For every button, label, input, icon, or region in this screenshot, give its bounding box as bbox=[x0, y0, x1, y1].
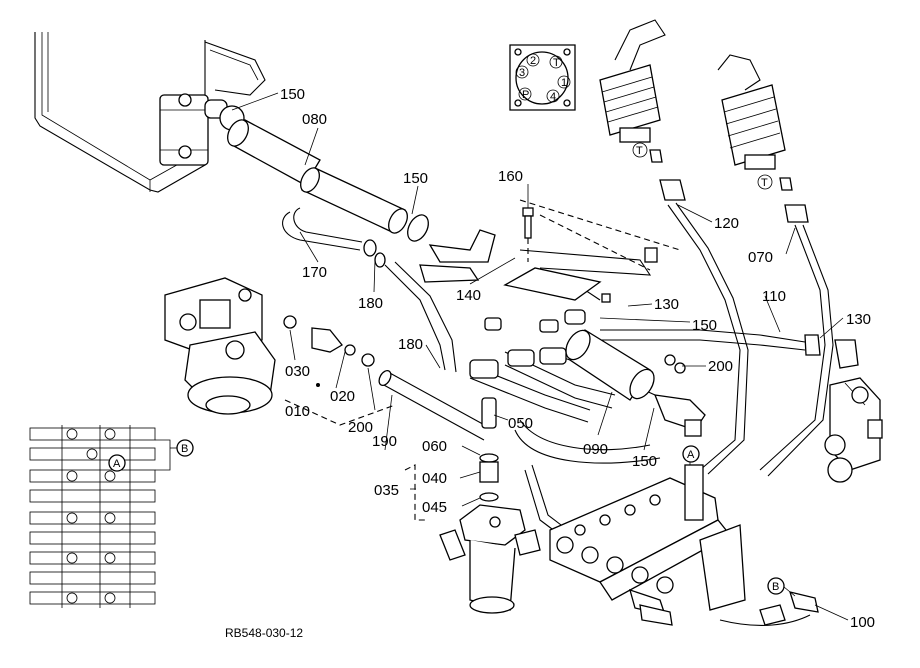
pump-fittings bbox=[283, 315, 396, 426]
part-labels: 150 080 150 170 180 160 140 130 150 110 … bbox=[280, 86, 875, 631]
label-110: 110 bbox=[762, 288, 786, 305]
bolt bbox=[522, 207, 534, 262]
marker-b-schematic: B bbox=[181, 443, 188, 455]
spool-schematic bbox=[29, 425, 178, 608]
control-valve bbox=[549, 464, 819, 626]
label-120: 120 bbox=[714, 215, 739, 232]
label-200-b: 200 bbox=[708, 358, 733, 375]
swivel-joint bbox=[404, 397, 541, 614]
label-140: 140 bbox=[456, 287, 481, 304]
label-150-d: 150 bbox=[632, 453, 657, 470]
label-130-b: 130 bbox=[846, 311, 871, 328]
label-010: 010 bbox=[285, 403, 310, 420]
hydraulic-pump bbox=[164, 277, 276, 415]
selector-valve bbox=[824, 377, 883, 483]
tank-marks: T T bbox=[632, 142, 773, 190]
label-150-c: 150 bbox=[692, 317, 717, 334]
port-3: 3 bbox=[519, 67, 525, 79]
port-p: P bbox=[522, 89, 529, 101]
pilot-valve-left bbox=[599, 19, 686, 201]
tank-mark-left: T bbox=[636, 145, 643, 157]
port-t: T bbox=[553, 57, 560, 69]
label-020: 020 bbox=[330, 388, 355, 405]
label-200-a: 200 bbox=[348, 419, 373, 436]
leader-lines bbox=[231, 92, 849, 621]
drawing-reference: RB548-030-12 bbox=[225, 626, 303, 640]
pilot-valve-right bbox=[717, 54, 809, 223]
port-2: 2 bbox=[530, 55, 536, 67]
port-1: 1 bbox=[561, 77, 567, 89]
port-symbols: 2 T 3 1 P 4 bbox=[515, 53, 571, 103]
label-180-b: 180 bbox=[398, 336, 423, 353]
hose-190 bbox=[378, 369, 491, 441]
label-160: 160 bbox=[498, 168, 523, 185]
pilot-hoses bbox=[600, 202, 859, 477]
label-090: 090 bbox=[583, 441, 608, 458]
hydraulic-tank bbox=[34, 32, 266, 193]
circle-markers: A B A B bbox=[108, 439, 785, 595]
marker-a-schematic: A bbox=[113, 458, 121, 470]
suction-hose bbox=[227, 119, 496, 263]
label-070: 070 bbox=[748, 249, 773, 266]
label-035: 035 bbox=[374, 482, 399, 499]
label-060: 060 bbox=[422, 438, 447, 455]
marker-a-valve: A bbox=[687, 449, 695, 461]
label-080: 080 bbox=[302, 111, 327, 128]
marker-b-valve: B bbox=[772, 581, 779, 593]
return-filter bbox=[565, 329, 706, 437]
label-045: 045 bbox=[422, 499, 447, 516]
label-040: 040 bbox=[422, 470, 447, 487]
label-190: 190 bbox=[372, 433, 397, 450]
port-4: 4 bbox=[550, 91, 556, 103]
return-hose bbox=[282, 207, 480, 373]
label-170: 170 bbox=[302, 264, 327, 281]
pipe-manifold bbox=[484, 199, 681, 333]
label-180-a: 180 bbox=[358, 295, 383, 312]
tank-mark-right: T bbox=[761, 177, 768, 189]
label-130-a: 130 bbox=[654, 296, 679, 313]
label-100: 100 bbox=[850, 614, 875, 631]
label-050: 050 bbox=[508, 415, 533, 432]
label-150-b: 150 bbox=[403, 170, 428, 187]
label-030: 030 bbox=[285, 363, 310, 380]
label-150-a: 150 bbox=[280, 86, 305, 103]
